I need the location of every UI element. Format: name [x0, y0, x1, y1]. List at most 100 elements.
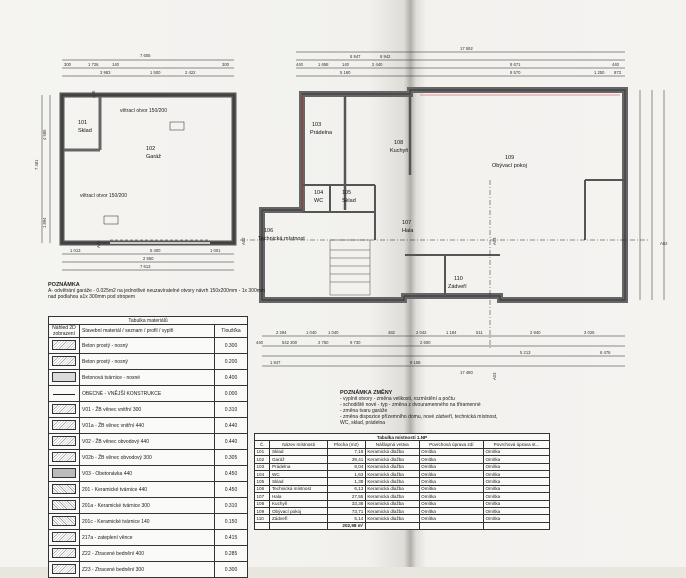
- table-cell: Sklad: [269, 477, 328, 486]
- table-cell: Omítka: [482, 477, 551, 486]
- material-swatch-icon: [52, 483, 76, 494]
- axis-label: A02: [241, 237, 246, 245]
- material-swatch-icon: [53, 393, 75, 395]
- table-cell: Keramická dlažba: [364, 455, 420, 464]
- dim-text: 2 294: [276, 330, 287, 335]
- table-cell: Keramická dlažba: [364, 477, 420, 486]
- axis-label: A03: [492, 372, 497, 380]
- material-name: 201c - Keramické tvárnice 140: [79, 513, 215, 530]
- table-cell: 27,55: [326, 492, 366, 501]
- dim-text: 1 250: [594, 70, 605, 75]
- table-cell: Omítka: [482, 499, 551, 508]
- room-number: 104: [314, 190, 323, 196]
- rooms-caption: Tabulka místností 1.NP: [254, 432, 550, 442]
- material-thickness: 0.310: [214, 401, 248, 418]
- table-cell: Omítka: [418, 477, 484, 486]
- table-cell: 104: [253, 469, 271, 479]
- table-cell: Omítka: [482, 462, 551, 471]
- dim-text: 1 500: [150, 70, 161, 75]
- table-cell: Omítka: [418, 484, 484, 494]
- dim-text: 300: [64, 62, 72, 67]
- table-cell: Sklad: [269, 447, 328, 457]
- materials-header: Náhled 2D zobrazení: [48, 324, 80, 338]
- garage-rooms: 101 Sklad 102 Garáž větrací otvor 150/20…: [78, 108, 167, 199]
- note-right-line: - vyplnit otvory - změna velikosti, rozm…: [340, 396, 455, 402]
- dim-text: 1 847: [270, 360, 281, 365]
- table-cell: 39,41: [326, 455, 366, 464]
- room-name: Kuchyň: [390, 148, 408, 154]
- table-cell: Hala: [269, 492, 328, 501]
- material-swatch-icon: [52, 515, 76, 526]
- axis-label: A06: [91, 90, 96, 98]
- table-cell: 1,63: [326, 469, 366, 479]
- room-number: 102: [146, 146, 155, 152]
- material-name: Beton prostý - nosný: [79, 353, 215, 370]
- material-name: Beton prostý - nosný: [79, 337, 215, 354]
- table-cell: Omítka: [482, 447, 551, 457]
- dim-text: 7 481: [34, 159, 39, 170]
- note-left-title: POZNÁMKA: [48, 282, 80, 288]
- dim-text: 1 658: [318, 62, 329, 67]
- house-rooms: 103 Prádelna 104 WC 105 Sklad 106 Techni…: [258, 122, 527, 290]
- table-cell: 1,38: [326, 477, 366, 486]
- dim-text: 17 592: [460, 46, 473, 51]
- material-swatch-icon: [52, 419, 76, 430]
- dim-text: 7 605: [140, 53, 151, 58]
- garage-plan: [41, 59, 237, 271]
- material-thickness: 0.450: [214, 481, 248, 498]
- house-dimensions: 17 592 5 947 6 942 440 1 658 140 2 440 8…: [241, 46, 668, 380]
- dim-text: 8 570: [510, 70, 521, 75]
- material-swatch-icon: [52, 467, 76, 478]
- table-cell: 33,36: [326, 499, 366, 508]
- material-swatch-icon: [52, 371, 76, 382]
- table-cell: Omítka: [418, 447, 484, 457]
- dim-text: 6 476: [600, 350, 611, 355]
- note-left: POZNÁMKA A- odvětrání garáže - 0.025m2 n…: [48, 282, 268, 300]
- room-name: WC: [314, 198, 323, 204]
- dim-text: 5 400: [150, 248, 161, 253]
- room-name: Hala: [402, 228, 414, 234]
- dim-text: 9 730: [350, 340, 361, 345]
- room-name: Sklad: [342, 198, 356, 204]
- material-thickness: 0.000: [214, 385, 248, 402]
- material-thickness: 0.150: [214, 513, 248, 530]
- note-right-line: - změna tvaru garáže: [340, 408, 388, 414]
- material-thickness: 0.300: [214, 561, 248, 578]
- dim-text: 8 671: [510, 62, 521, 67]
- room-name: Sklad: [78, 128, 92, 134]
- rooms-table: Tabulka místností 1.NP Č. Název místnost…: [253, 432, 551, 531]
- dim-text: 2 042: [416, 330, 427, 335]
- rooms-header: Povrchová úprava st...: [482, 440, 551, 449]
- table-cell: 8,04: [326, 462, 366, 471]
- material-thickness: 0.300: [214, 337, 248, 354]
- rooms-header: Název místnosti: [269, 440, 328, 449]
- dim-text: 2 422: [185, 70, 196, 75]
- table-cell: Omítka: [418, 455, 484, 464]
- material-thickness: 0.440: [214, 417, 248, 434]
- room-number: 103: [312, 122, 321, 128]
- table-cell: 7,16: [326, 447, 366, 457]
- table-cell: Obývací pokoj: [269, 506, 328, 516]
- material-swatch-icon: [52, 435, 76, 446]
- materials-table: Tabulka materiálů Náhled 2D zobrazení St…: [48, 316, 248, 578]
- note-right-line: - změna dispozice přízemního domu, nové …: [340, 414, 498, 420]
- note-right: POZNÁMKA ZMĚNY - vyplnit otvory - změna …: [340, 390, 590, 426]
- table-cell: 5,14: [326, 514, 366, 523]
- material-name: V01a - ŽB věnec vnitřní 440: [79, 417, 215, 434]
- table-cell: Keramická dlažba: [364, 469, 420, 479]
- table-cell: Kuchyň: [269, 499, 328, 508]
- table-cell: 101: [253, 447, 271, 457]
